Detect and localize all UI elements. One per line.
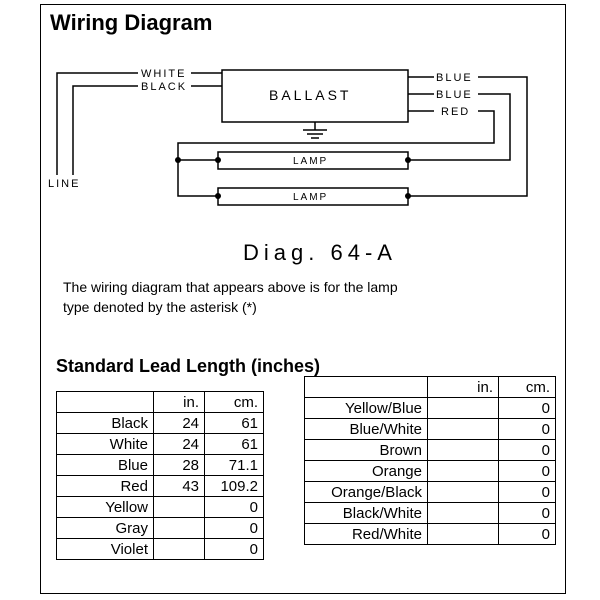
lead-length-title: Standard Lead Length (inches) <box>56 356 321 376</box>
length-in-cell: 43 <box>153 475 205 497</box>
length-cm-cell: 61 <box>204 412 264 434</box>
blue-wire-1-label: BLUE <box>436 72 473 84</box>
wire-color-cell: Yellow/Blue <box>304 397 428 419</box>
ballast-label: BALLAST <box>269 87 351 103</box>
white-wire-label: WHITE <box>141 68 186 80</box>
table-header-row: in. cm. <box>304 376 556 398</box>
length-in-cell <box>153 538 205 560</box>
lamp-2-left-pin <box>215 193 221 199</box>
header-cell <box>56 391 154 413</box>
table-row: Orange 0 <box>304 460 556 482</box>
table-row: Blue 28 71.1 <box>56 454 264 476</box>
wire-color-cell: White <box>56 433 154 455</box>
white-wire <box>56 72 138 175</box>
wire-color-cell: Blue <box>56 454 154 476</box>
header-cell: in. <box>153 391 205 413</box>
lead-length-table-left: in. cm. Black 24 61 White 24 61 Blue 28 … <box>56 391 264 560</box>
length-in-cell: 24 <box>153 412 205 434</box>
length-cm-cell: 0 <box>498 439 556 461</box>
length-in-cell <box>427 481 499 503</box>
wire-color-cell: Orange <box>304 460 428 482</box>
wire-color-cell: Blue/White <box>304 418 428 440</box>
length-in-cell <box>427 418 499 440</box>
diagram-note: The wiring diagram that appears above is… <box>63 279 398 315</box>
length-in-cell: 24 <box>153 433 205 455</box>
wire-color-cell: Red <box>56 475 154 497</box>
line-label: LINE <box>48 178 80 190</box>
length-cm-cell: 0 <box>498 481 556 503</box>
length-cm-cell: 0 <box>498 397 556 419</box>
table-row: Black 24 61 <box>56 412 264 434</box>
table-row: Blue/White 0 <box>304 418 556 440</box>
length-in-cell <box>427 439 499 461</box>
blue-wire-2 <box>408 93 511 161</box>
black-wire-label: BLACK <box>141 81 187 93</box>
length-cm-cell: 71.1 <box>204 454 264 476</box>
length-in-cell <box>427 460 499 482</box>
length-cm-cell: 0 <box>204 496 264 518</box>
red-wire-label: RED <box>441 106 470 118</box>
length-cm-cell: 0 <box>498 460 556 482</box>
table-row: Violet 0 <box>56 538 264 560</box>
lamp-2-label: LAMP <box>293 192 328 203</box>
wire-color-cell: Orange/Black <box>304 481 428 503</box>
length-in-cell <box>153 496 205 518</box>
page-title: Wiring Diagram <box>50 10 213 35</box>
blue-wire-1 <box>408 76 528 197</box>
length-in-cell <box>427 397 499 419</box>
wire-color-cell: Brown <box>304 439 428 461</box>
length-cm-cell: 109.2 <box>204 475 264 497</box>
header-cell: in. <box>427 376 499 398</box>
table-row: Red/White 0 <box>304 523 556 545</box>
wire-color-cell: Black/White <box>304 502 428 524</box>
length-cm-cell: 61 <box>204 433 264 455</box>
wire-color-cell: Violet <box>56 538 154 560</box>
length-cm-cell: 0 <box>204 538 264 560</box>
header-cell <box>304 376 428 398</box>
table-row: Orange/Black 0 <box>304 481 556 503</box>
lamp-2-right-pin <box>405 193 411 199</box>
black-wire <box>72 85 138 175</box>
length-in-cell: 28 <box>153 454 205 476</box>
table-row: Yellow/Blue 0 <box>304 397 556 419</box>
lamp-1-left-pin <box>215 157 221 163</box>
blue-wire-2-label: BLUE <box>436 89 473 101</box>
length-cm-cell: 0 <box>498 502 556 524</box>
table-header-row: in. cm. <box>56 391 264 413</box>
length-cm-cell: 0 <box>204 517 264 539</box>
length-cm-cell: 0 <box>498 418 556 440</box>
wire-color-cell: Yellow <box>56 496 154 518</box>
wire-color-cell: Red/White <box>304 523 428 545</box>
lamp-1-right-pin <box>405 157 411 163</box>
length-cm-cell: 0 <box>498 523 556 545</box>
wire-color-cell: Black <box>56 412 154 434</box>
length-in-cell <box>427 502 499 524</box>
table-row: Yellow 0 <box>56 496 264 518</box>
length-in-cell <box>153 517 205 539</box>
header-cell: cm. <box>204 391 264 413</box>
diagram-number: Diag. 64-A <box>243 240 397 265</box>
table-row: Gray 0 <box>56 517 264 539</box>
wire-color-cell: Gray <box>56 517 154 539</box>
length-in-cell <box>427 523 499 545</box>
table-row: White 24 61 <box>56 433 264 455</box>
table-row: Black/White 0 <box>304 502 556 524</box>
lead-length-table-right: in. cm. Yellow/Blue 0 Blue/White 0 Brown… <box>304 376 556 545</box>
red-junction <box>175 157 181 163</box>
table-row: Brown 0 <box>304 439 556 461</box>
red-wire <box>177 110 495 197</box>
header-cell: cm. <box>498 376 556 398</box>
lamp-1-label: LAMP <box>293 156 328 167</box>
table-row: Red 43 109.2 <box>56 475 264 497</box>
